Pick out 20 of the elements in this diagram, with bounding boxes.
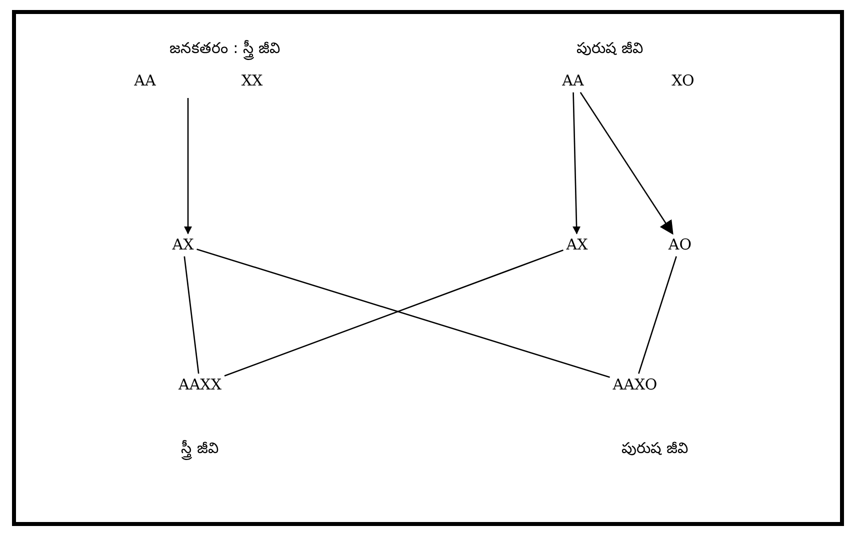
- genotype-label: XO: [672, 72, 694, 90]
- genotype-label: AA: [562, 72, 584, 90]
- heading-label: స్త్రీ జీవి: [181, 436, 219, 460]
- genotype-label: XX: [241, 72, 263, 90]
- heading-label: పురుష జీవి: [622, 438, 688, 459]
- arrow: [572, 92, 581, 234]
- connector-line: [638, 256, 677, 374]
- heading-label: పురుష జీవి: [576, 38, 644, 59]
- genotype-label: AX: [566, 236, 588, 254]
- genotype-label: AAXO: [612, 376, 658, 394]
- genotype-label: AX: [172, 236, 194, 254]
- connector-line: [184, 256, 200, 374]
- genotype-label: AA: [134, 72, 156, 90]
- connector-line: [224, 250, 564, 376]
- arrow: [184, 98, 192, 234]
- heading-label: జనకతరం : స్త్రీ జీవి: [169, 36, 281, 60]
- arrow: [580, 92, 674, 235]
- genotype-label: AAXX: [178, 376, 222, 394]
- connector-line: [196, 248, 610, 378]
- genotype-label: AO: [668, 236, 692, 254]
